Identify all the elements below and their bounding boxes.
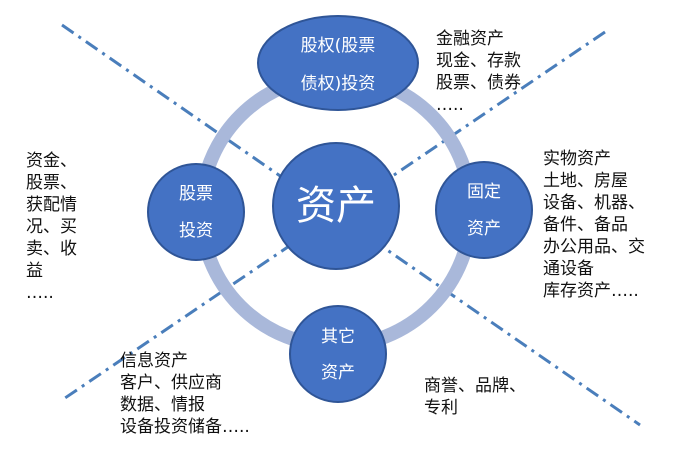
note-line: 现金、存款 bbox=[436, 51, 521, 71]
note-line: 卖、收 bbox=[26, 239, 77, 259]
note-line: ….. bbox=[26, 283, 54, 303]
note-physical-assets: 实物资产 土地、房屋 设备、机器、 备件、备品 办公用品、交 通设备 库存资产…… bbox=[543, 148, 645, 302]
note-line: 备件、备品 bbox=[543, 215, 628, 235]
note-line: 获配情 bbox=[26, 195, 77, 215]
node-bottom-line1: 其它 bbox=[321, 327, 355, 347]
node-top-line1: 股权(股票 bbox=[301, 36, 376, 56]
node-top-line2: 债权)投资 bbox=[301, 74, 376, 94]
note-stock-investment: 资金、 股票、 获配情 况、买 卖、收 益 ….. bbox=[26, 150, 77, 304]
node-left: 股票 投资 bbox=[147, 163, 245, 261]
note-financial-assets: 金融资产 现金、存款 股票、债券 ….. bbox=[436, 28, 521, 116]
note-line: 设备、机器、 bbox=[543, 193, 645, 213]
node-top: 股权(股票 债权)投资 bbox=[257, 15, 419, 111]
node-center-label: 资产 bbox=[296, 183, 376, 229]
note-line: 客户、供应商 bbox=[120, 373, 222, 393]
note-line: 实物资产 bbox=[543, 149, 611, 169]
node-center: 资产 bbox=[272, 142, 400, 270]
note-line: 益 bbox=[26, 261, 43, 281]
node-right: 固定 资产 bbox=[435, 161, 533, 259]
note-information-assets: 信息资产 客户、供应商 数据、情报 设备投资储备….. bbox=[120, 350, 250, 438]
note-line: 专利 bbox=[424, 398, 458, 418]
node-bottom: 其它 资产 bbox=[289, 305, 387, 403]
note-line: 商誉、品牌、 bbox=[424, 376, 526, 396]
node-right-line2: 资产 bbox=[467, 219, 501, 239]
note-intangible-assets: 商誉、品牌、 专利 bbox=[424, 375, 526, 419]
note-line: 信息资产 bbox=[120, 351, 188, 371]
note-line: 设备投资储备….. bbox=[120, 417, 250, 437]
note-line: 办公用品、交 bbox=[543, 237, 645, 257]
node-right-line1: 固定 bbox=[467, 182, 501, 202]
node-bottom-line2: 资产 bbox=[321, 363, 355, 383]
note-line: 况、买 bbox=[26, 217, 77, 237]
note-line: 通设备 bbox=[543, 259, 594, 279]
note-line: 数据、情报 bbox=[120, 395, 205, 415]
note-line: 库存资产….. bbox=[543, 281, 639, 301]
note-line: 股票、债券 bbox=[436, 73, 521, 93]
note-line: 股票、 bbox=[26, 173, 77, 193]
node-left-line1: 股票 bbox=[179, 184, 213, 204]
note-line: ….. bbox=[436, 95, 464, 115]
node-left-line2: 投资 bbox=[179, 221, 213, 241]
note-line: 金融资产 bbox=[436, 29, 504, 49]
note-line: 资金、 bbox=[26, 151, 77, 171]
note-line: 土地、房屋 bbox=[543, 171, 628, 191]
